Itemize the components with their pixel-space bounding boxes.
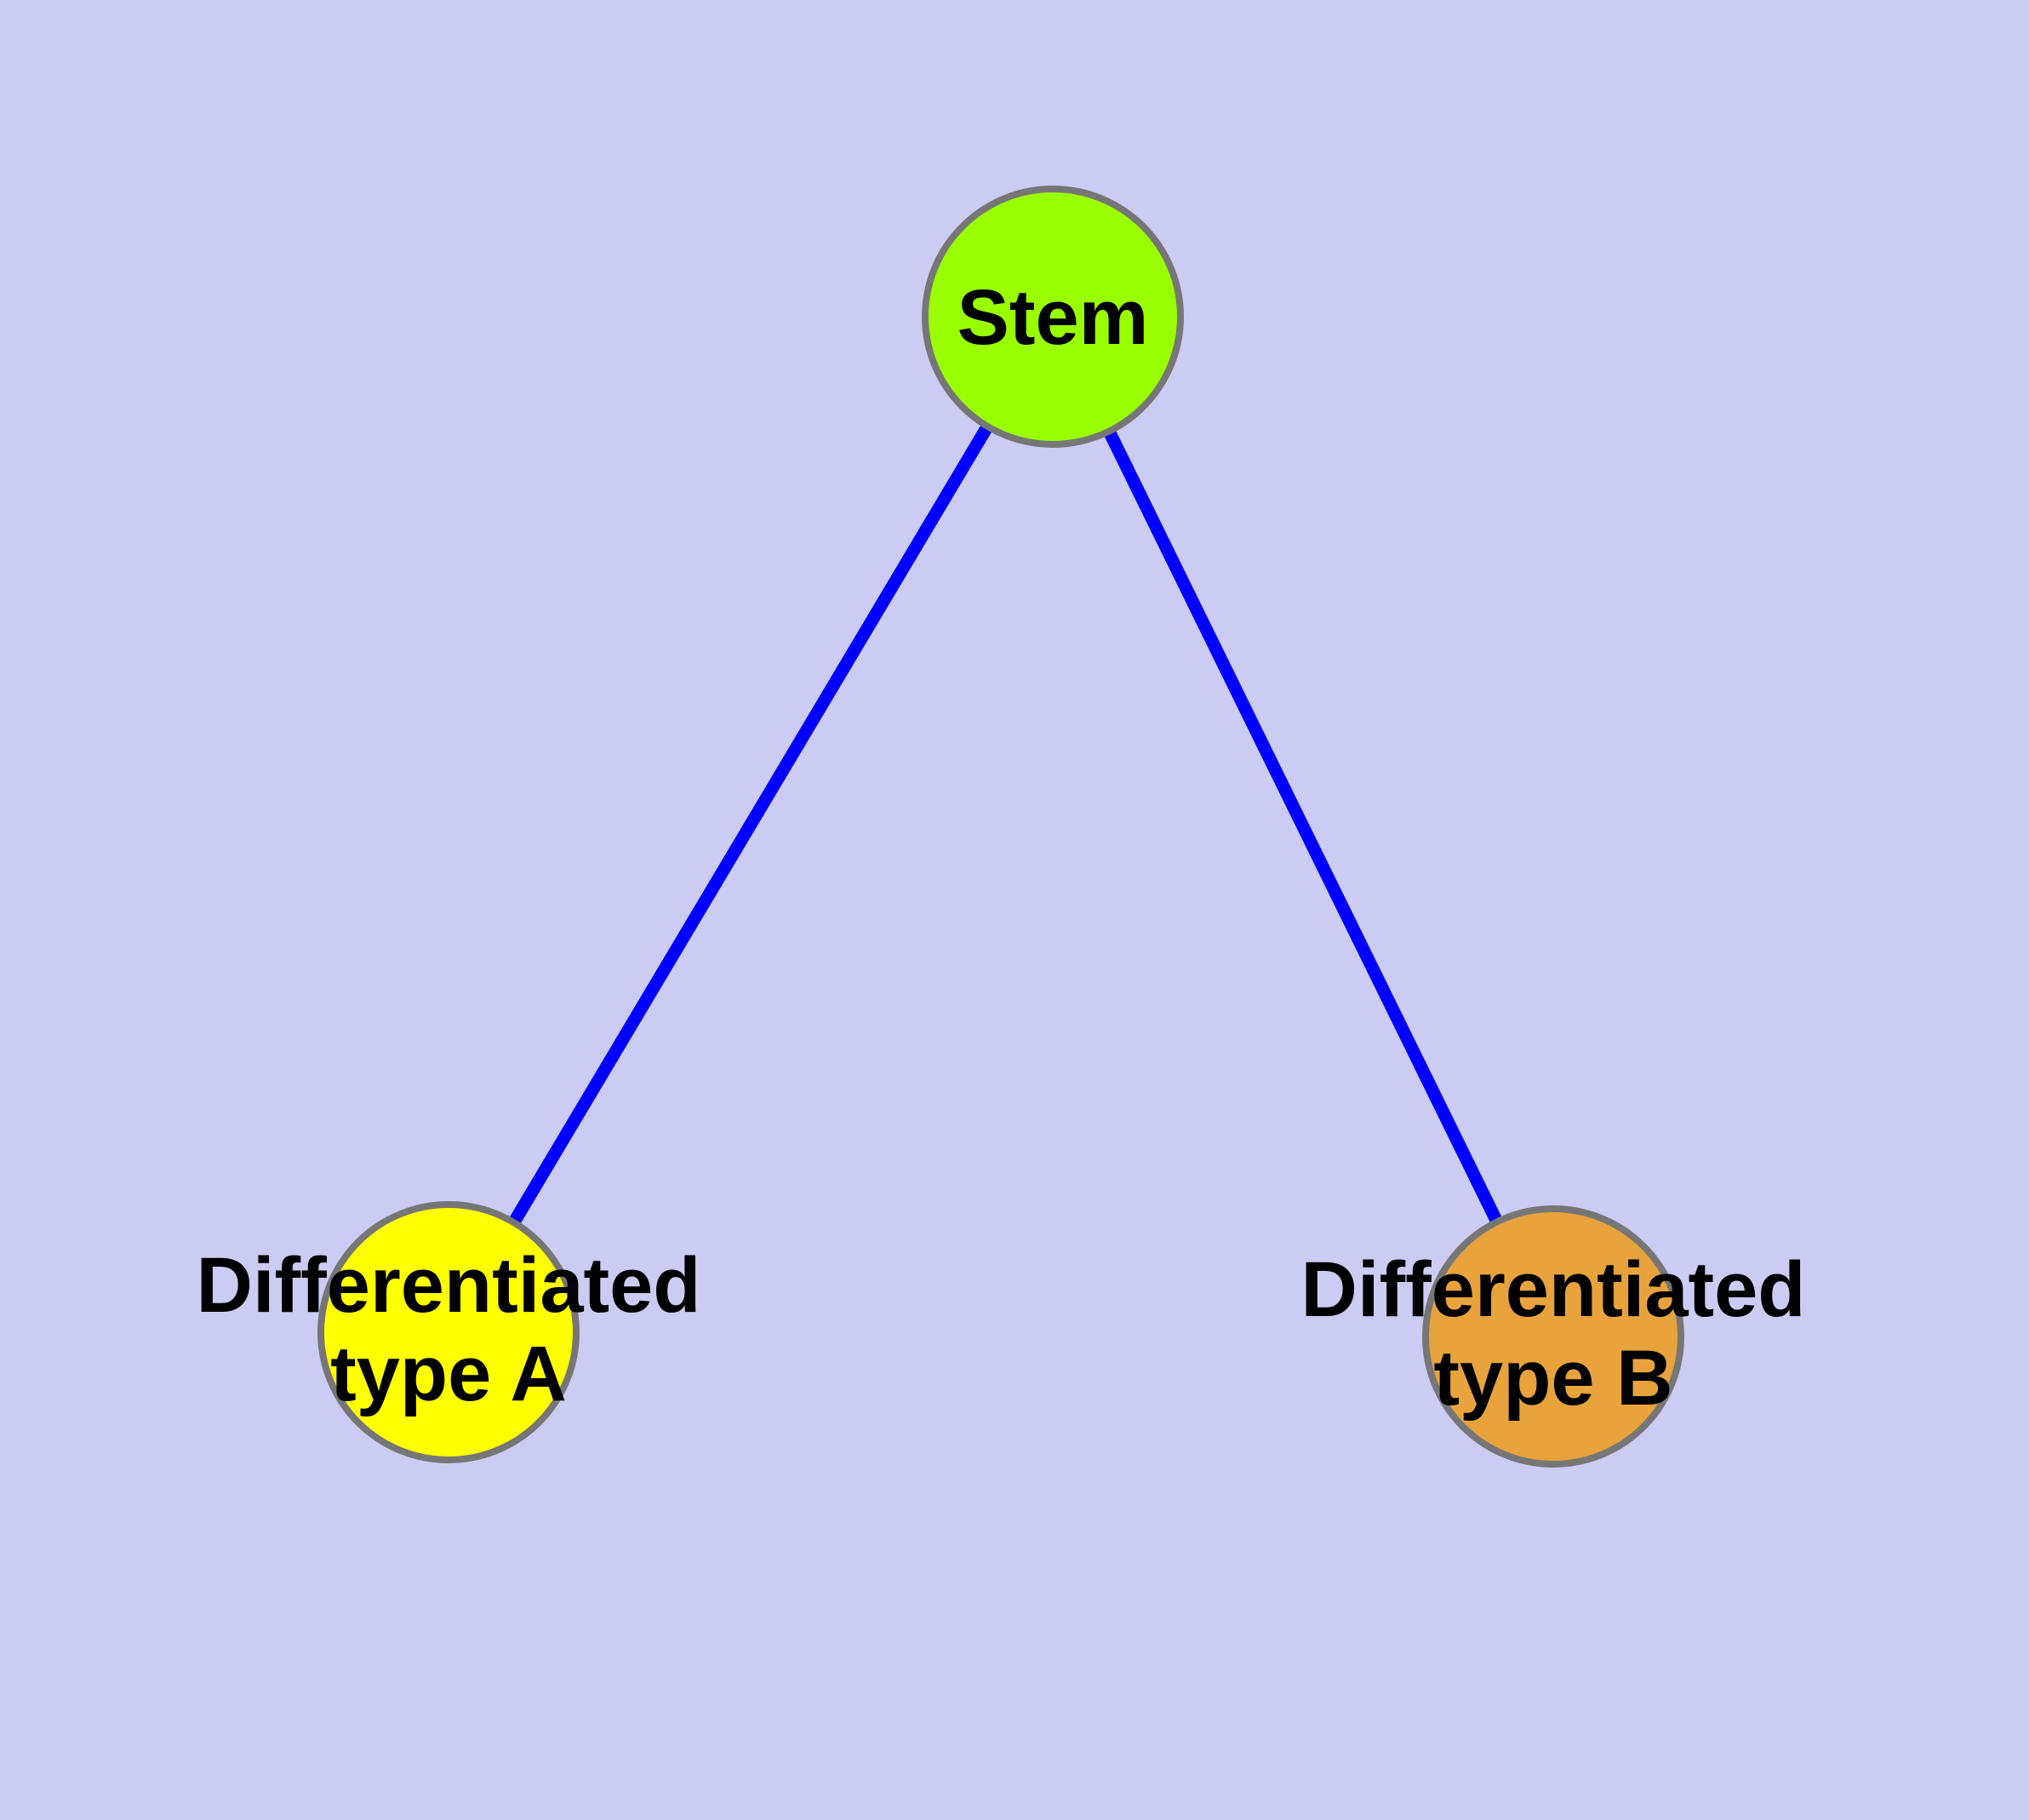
node-stem-label: Stem — [957, 274, 1149, 362]
node-differentiated-type-b-label: Differentiated type B — [1300, 1246, 1806, 1422]
node-differentiated-type-a — [317, 1201, 580, 1463]
edge-stem-to-type-a — [443, 313, 1059, 1336]
edge-stem-to-type-b — [1047, 313, 1559, 1340]
node-differentiated-type-b — [1422, 1205, 1684, 1468]
node-stem — [922, 186, 1184, 448]
node-differentiated-type-a-label: Differentiated type A — [196, 1242, 701, 1417]
